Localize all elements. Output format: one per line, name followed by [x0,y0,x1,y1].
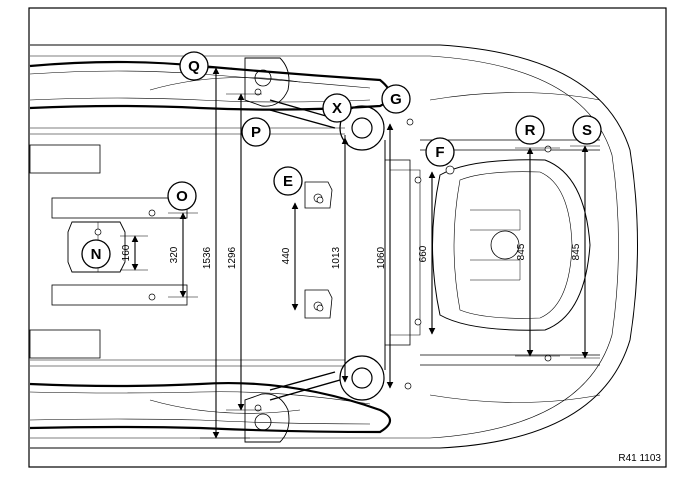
point-n-label: N [91,246,102,263]
point-e-label: E [283,173,293,190]
point-g-label: G [390,91,402,108]
dimension-lines [120,67,600,439]
point-n: N [81,239,111,269]
dim-845-s: 845 [571,243,582,260]
point-o-label: O [176,188,188,205]
point-o: O [167,181,197,211]
dimension-values: 1536 1296 160 320 440 1013 1060 660 845 … [121,243,582,269]
dim-1060: 1060 [376,246,387,269]
point-labels: Q P X G F R S E [81,51,602,269]
point-p-label: P [251,124,261,141]
point-q-label: Q [188,58,200,75]
point-r: R [515,115,545,145]
dim-845-r: 845 [516,243,527,260]
point-g: G [381,84,411,114]
point-r-label: R [525,122,536,139]
dim-160: 160 [121,244,132,261]
point-x: X [322,93,352,123]
dim-1296: 1296 [227,246,238,269]
point-f-label: F [435,144,444,161]
point-s-label: S [582,122,592,139]
mount-points [94,88,552,412]
point-e: E [273,166,303,196]
point-x-label: X [332,100,342,117]
point-s: S [572,115,602,145]
dim-1013: 1013 [331,246,342,269]
point-q: Q [179,51,209,81]
dim-440: 440 [281,247,292,264]
dim-320: 320 [169,246,180,263]
reference-code: R41 1103 [618,453,661,464]
dim-660: 660 [418,245,429,262]
point-p: P [241,117,271,147]
underbody-outline [29,44,638,449]
point-f: F [425,137,455,167]
dim-1536: 1536 [202,246,213,269]
